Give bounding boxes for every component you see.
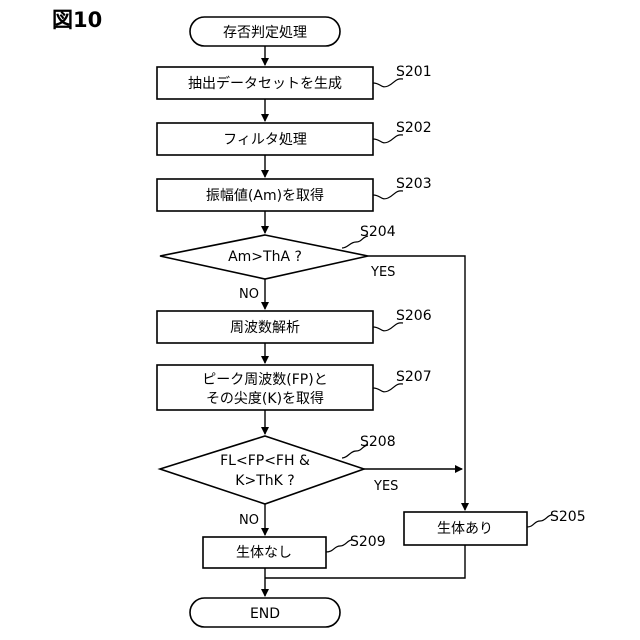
leader-s206 bbox=[373, 323, 403, 331]
decision-s204-label: Am>ThA ? bbox=[228, 249, 302, 265]
step-label-s208: S208 bbox=[360, 434, 396, 450]
process-s201-label: 抽出データセットを生成 bbox=[188, 75, 342, 92]
decision-s208 bbox=[160, 436, 364, 504]
start-label: 存否判定処理 bbox=[223, 25, 307, 41]
step-label-s209: S209 bbox=[350, 534, 386, 550]
leader-s202 bbox=[373, 135, 403, 143]
step-label-s205: S205 bbox=[550, 509, 586, 525]
leader-s203 bbox=[373, 191, 403, 199]
step-label-s207: S207 bbox=[396, 369, 432, 385]
step-label-s203: S203 bbox=[396, 176, 432, 192]
s204-no-label: NO bbox=[239, 287, 259, 302]
leader-s205 bbox=[527, 515, 552, 527]
leader-s201 bbox=[373, 79, 403, 87]
s208-no-label: NO bbox=[239, 513, 259, 528]
s208-yes-label: YES bbox=[373, 479, 398, 494]
process-s202-label: フィルタ処理 bbox=[223, 132, 307, 148]
process-s207-label-line2: その尖度(K)を取得 bbox=[206, 390, 324, 407]
end-label: END bbox=[250, 606, 280, 622]
process-s206-label: 周波数解析 bbox=[230, 320, 300, 336]
figure-label: 図10 bbox=[52, 8, 102, 32]
step-label-s202: S202 bbox=[396, 120, 432, 136]
step-label-s201: S201 bbox=[396, 64, 432, 80]
step-label-s206: S206 bbox=[396, 308, 432, 324]
process-s203-label: 振幅値(Am)を取得 bbox=[206, 187, 324, 204]
process-s207-label-line1: ピーク周波数(FP)と bbox=[202, 372, 327, 388]
s204-yes-label: YES bbox=[370, 265, 395, 280]
process-s209-label: 生体なし bbox=[236, 545, 292, 561]
leader-s207 bbox=[373, 384, 403, 392]
step-label-s204: S204 bbox=[360, 224, 396, 240]
leader-s209 bbox=[326, 540, 352, 552]
decision-s208-label-line2: K>ThK ? bbox=[235, 473, 294, 489]
decision-s208-label-line1: FL<FP<FH & bbox=[220, 453, 310, 469]
process-s205-label: 生体あり bbox=[437, 521, 493, 537]
